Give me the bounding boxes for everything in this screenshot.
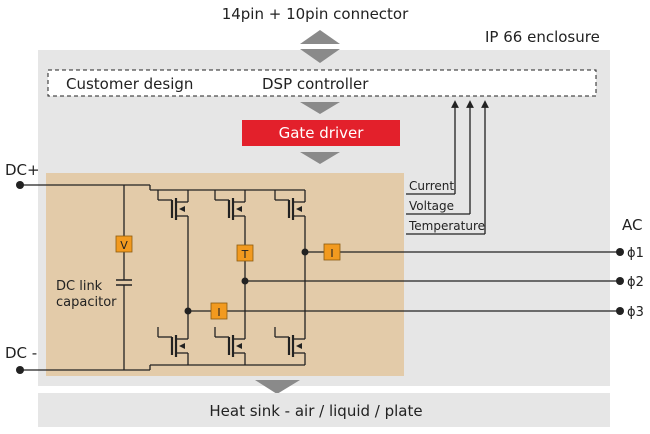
power-stage — [46, 173, 404, 376]
phase1-label: ϕ1 — [627, 246, 644, 261]
phase2-label: ϕ2 — [627, 275, 644, 290]
dsp-controller-box — [47, 69, 597, 97]
gate-driver-label: Gate driver — [279, 124, 365, 142]
customer-design-label: Customer design — [66, 75, 193, 93]
connector-arrow-down — [300, 49, 340, 63]
feedback-temperature-label: Temperature — [408, 219, 485, 233]
voltage-sensor-label: V — [120, 239, 128, 252]
current-sensor-2-label: I — [217, 306, 220, 319]
heat-sink-box — [38, 393, 610, 427]
ac-label: AC — [622, 216, 642, 234]
phase3-terminal — [616, 307, 624, 315]
dc-minus-label: DC - — [5, 344, 37, 362]
dc-minus-terminal — [16, 366, 24, 374]
dsp-to-driver-arrow — [300, 102, 340, 114]
voltage-sensor — [115, 235, 133, 253]
capacitor-label-line2: capacitor — [56, 295, 117, 310]
enclosure-label: IP 66 enclosure — [485, 28, 600, 46]
connector-label: 14pin + 10pin connector — [222, 5, 409, 23]
capacitor-label-line1: DC link — [56, 279, 103, 294]
phase1-terminal — [616, 248, 624, 256]
phase3-label: ϕ3 — [627, 305, 644, 320]
phase2-terminal — [616, 277, 624, 285]
feedback-current-label: Current — [409, 179, 454, 193]
feedback-voltage-label: Voltage — [409, 199, 454, 213]
dc-plus-label: DC+ — [5, 161, 40, 179]
temperature-sensor — [236, 244, 254, 262]
temperature-sensor-label: T — [241, 248, 249, 261]
heat-sink-arrow — [255, 380, 300, 394]
current-sensor-2 — [210, 302, 228, 320]
heat-sink-label: Heat sink - air / liquid / plate — [209, 402, 422, 420]
current-sensor-1 — [323, 243, 341, 261]
dsp-controller-label: DSP controller — [262, 75, 369, 93]
gate-driver-box — [242, 120, 400, 146]
driver-to-stage-arrow — [300, 152, 340, 164]
dc-plus-terminal — [16, 181, 24, 189]
connector-arrow — [300, 30, 340, 44]
current-sensor-1-label: I — [330, 247, 333, 260]
